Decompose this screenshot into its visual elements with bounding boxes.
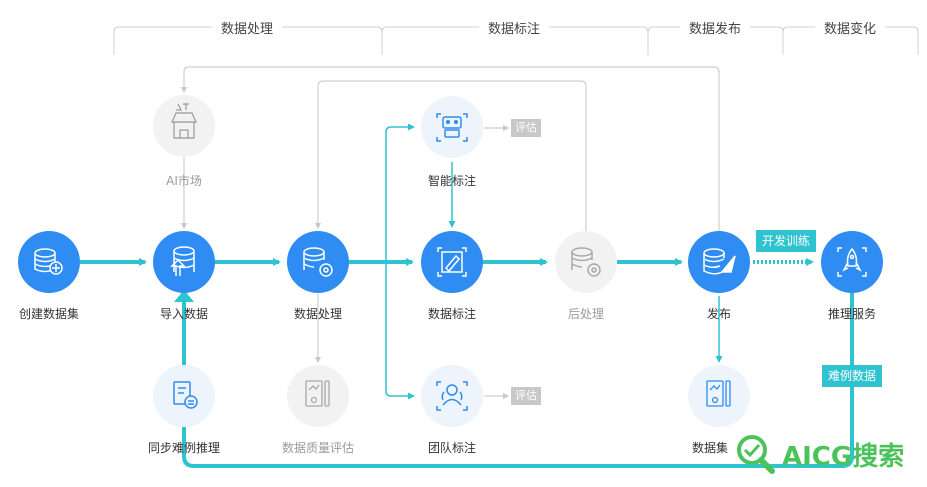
label-create-dataset: 创建数据集 [18,307,80,321]
search-magnifier-icon [737,435,775,474]
label-publish: 发布 [706,307,732,321]
label-import-data: 导入数据 [159,307,209,321]
node-team-annotation[interactable] [421,365,483,427]
dev-training-tag[interactable]: 开发训练 [756,230,817,252]
node-quality-assessment[interactable] [287,365,349,427]
label-data-annotation: 数据标注 [427,307,477,321]
team-icon [436,381,468,411]
node-import-data[interactable] [153,231,215,293]
feedback-lines [181,66,720,399]
node-inference-service[interactable] [821,231,883,293]
label-data-processing: 数据处理 [293,307,343,321]
robot-icon [436,113,468,142]
storefront-icon [171,103,197,139]
evaluate-tag-top[interactable]: 评估 [511,119,541,137]
document-sync-icon [173,381,198,409]
watermark-text: AICG搜索 [782,441,905,472]
node-post-processing[interactable] [555,231,617,293]
node-sync-hard-inference[interactable] [153,365,215,427]
node-ai-market[interactable] [153,95,215,157]
node-data-processing[interactable] [287,231,349,293]
annotate-pen-icon [437,247,467,277]
label-team-annotation: 团队标注 [427,441,477,455]
rocket-icon [837,247,867,277]
phase-label-annotation: 数据标注 [487,22,541,37]
watermark: AICG搜索 [734,432,904,476]
node-dataset-report[interactable] [688,365,750,427]
node-data-annotation[interactable] [421,231,483,293]
label-dataset-partial: 数据集 [691,441,729,455]
hard-examples-tag[interactable]: 难例数据 [822,365,883,387]
main-flow [80,123,854,468]
label-quality-assessment: 数据质量评估 [281,441,355,455]
report-icon [305,380,330,407]
phase-label-processing: 数据处理 [220,22,274,37]
database-send-icon [703,248,736,275]
label-smart-annotation: 智能标注 [427,174,477,188]
node-create-dataset[interactable] [18,231,80,293]
evaluate-tag-bottom[interactable]: 评估 [511,387,541,405]
label-ai-market: AI市场 [166,174,202,188]
database-gear-icon [571,247,601,277]
report-icon [706,380,731,407]
phase-label-publish: 数据发布 [688,22,742,37]
label-sync-hard-inference: 同步难例推理 [147,441,221,455]
database-plus-icon [34,248,63,275]
node-publish[interactable] [688,231,750,293]
label-post-processing: 后处理 [567,307,605,321]
node-smart-annotation[interactable] [421,96,483,158]
database-upload-icon [170,246,195,276]
database-gear-icon [303,247,333,277]
label-inference-service: 推理服务 [827,307,877,321]
phase-label-change: 数据变化 [823,22,877,37]
